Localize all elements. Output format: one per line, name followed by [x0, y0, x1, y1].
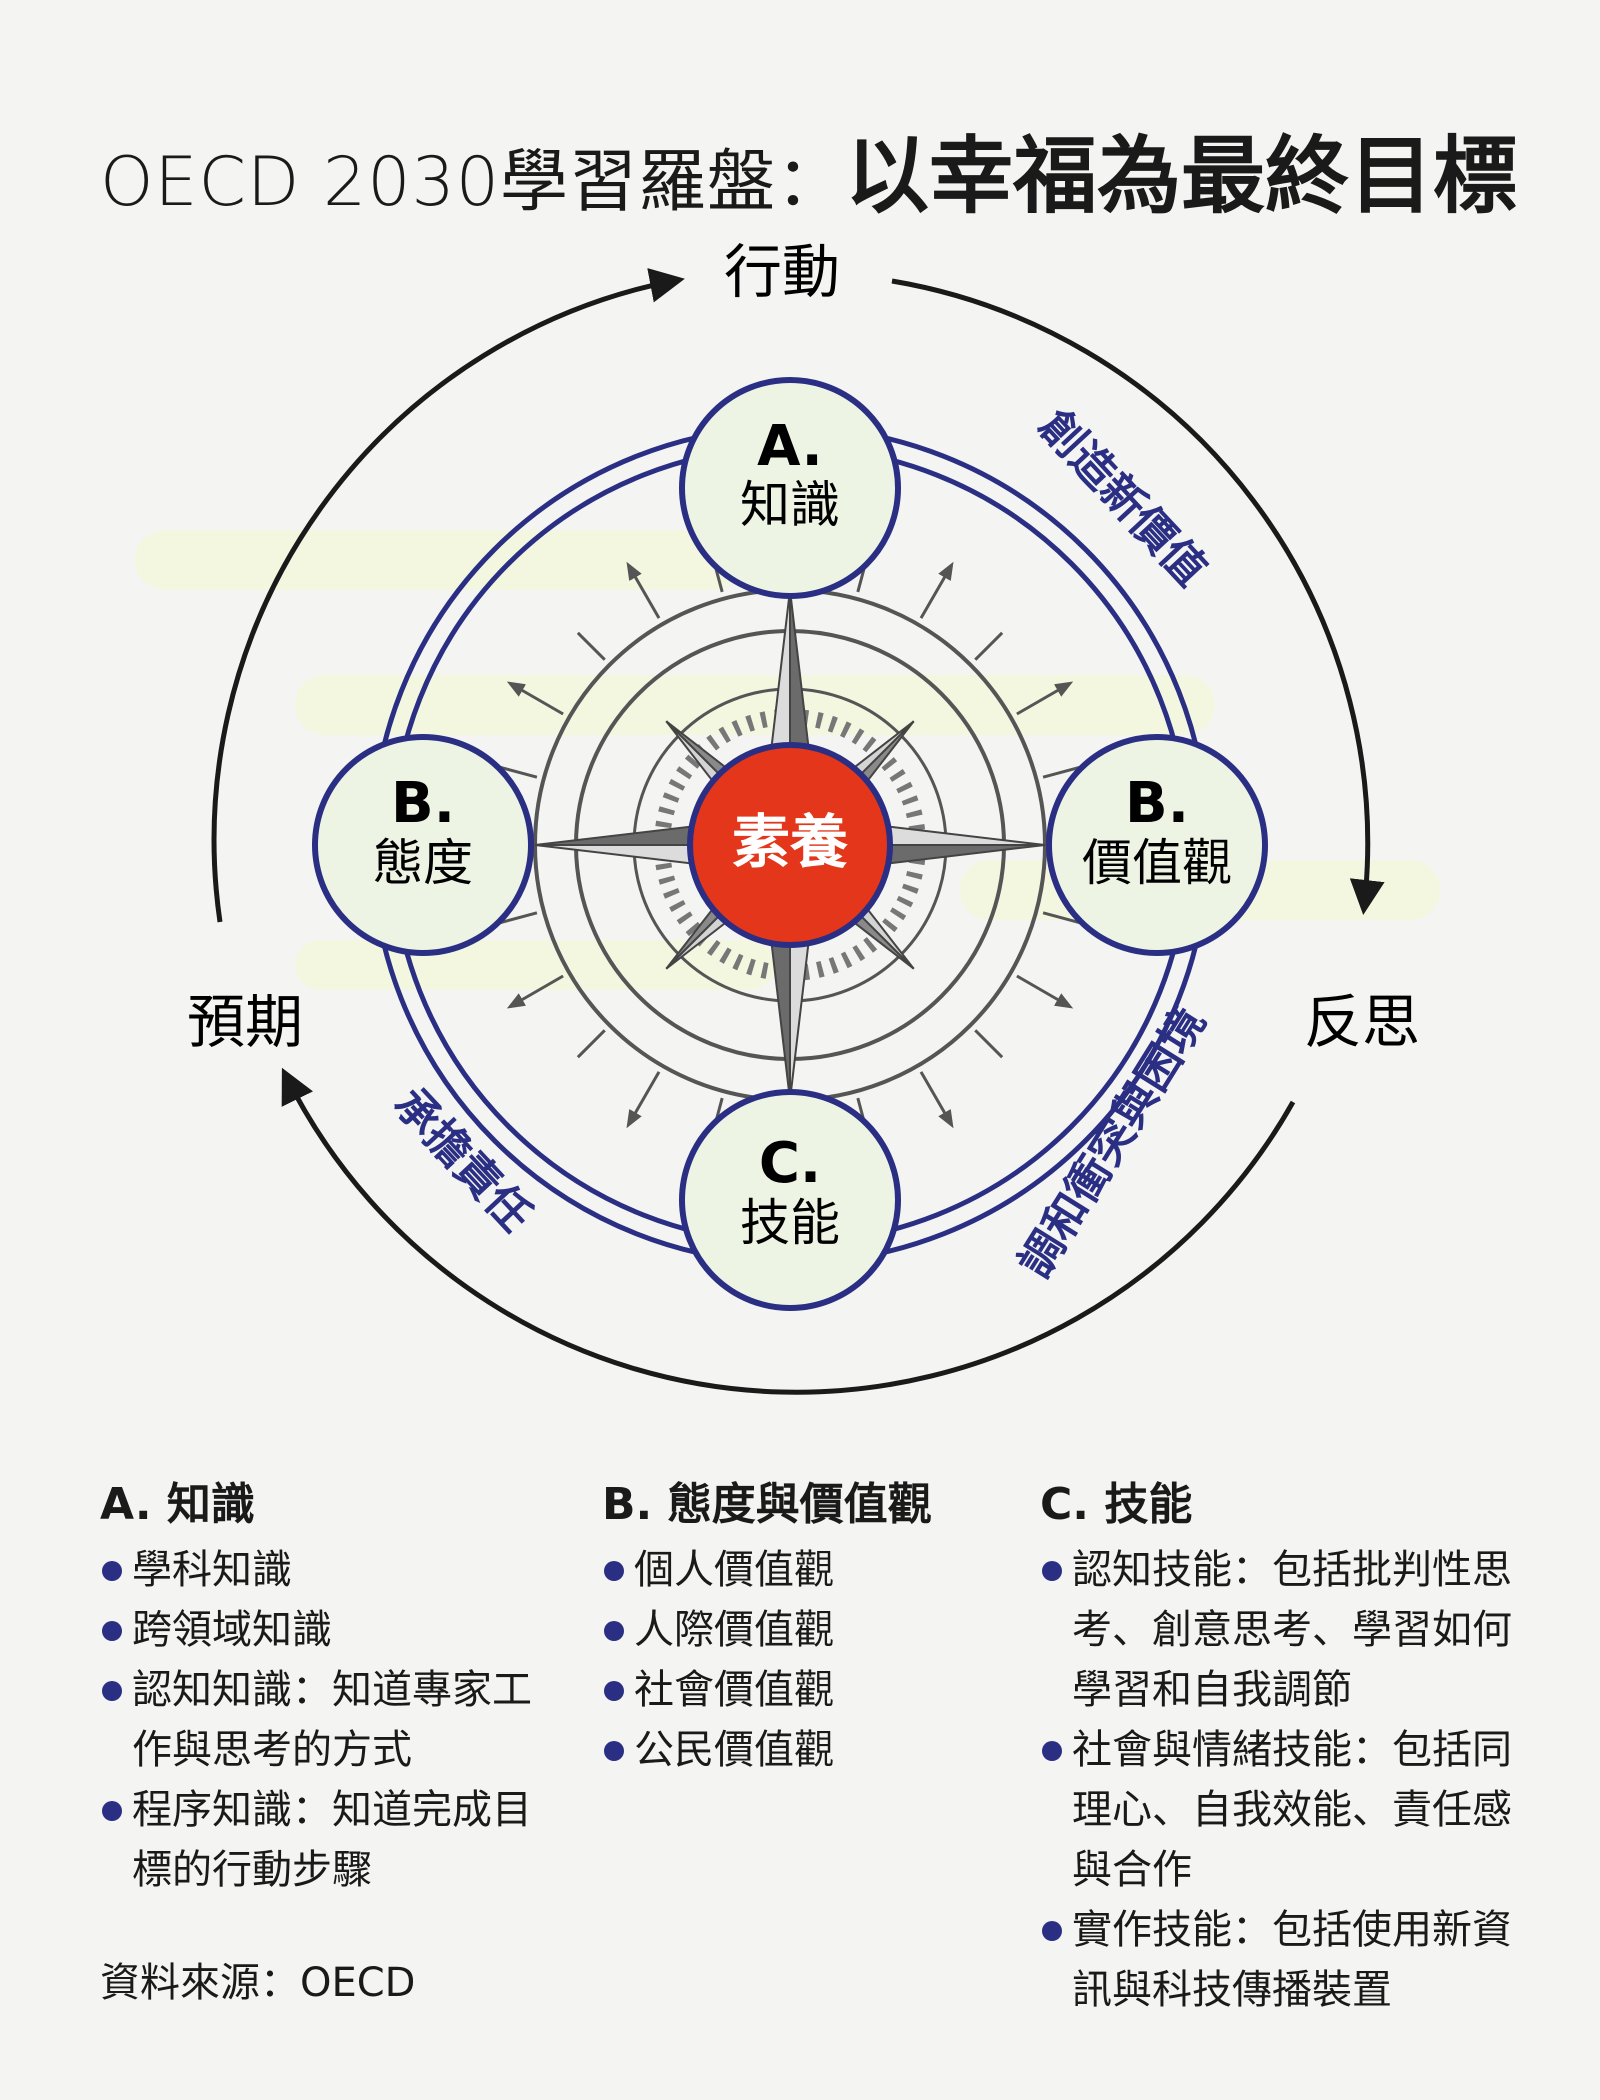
compass-tick [626, 1071, 661, 1129]
compass-tick [499, 911, 538, 925]
list-item: 社會與情緒技能：包括同理心、自我效能、責任感與合作 [1040, 1720, 1520, 1900]
title-main: 以幸福為最終目標 [845, 127, 1518, 226]
node-attitudes-name: 態度 [373, 834, 473, 892]
list-item: 認知技能：包括批判性思考、創意思考、學習如何學習和自我調節 [1040, 1540, 1520, 1720]
node-skills-letter: C. [759, 1131, 821, 1196]
compass-tick [919, 1071, 954, 1129]
compass-tick [506, 681, 564, 716]
list-item: 社會價值觀 [602, 1660, 1022, 1720]
list-item: 學科知識 [100, 1540, 540, 1600]
page-title: OECD 2030學習羅盤：以幸福為最終目標 [100, 109, 1520, 230]
list-item: 實作技能：包括使用新資訊與科技傳播裝置 [1040, 1900, 1520, 2020]
compass-tick [919, 561, 954, 619]
node-knowledge-letter: A. [757, 414, 823, 479]
column-attitudes-values-heading: B. 態度與價值觀 [602, 1479, 932, 1530]
column-skills-heading: C. 技能 [1040, 1479, 1193, 1530]
node-knowledge: A. 知識 [679, 377, 901, 599]
node-values: B. 價值觀 [1046, 734, 1268, 956]
compass-tick [1016, 974, 1074, 1009]
list-item: 公民價值觀 [602, 1720, 1022, 1780]
compass-tick [1016, 681, 1074, 716]
arc-label-reconcile-tensions: 調和衝突與困境 [1009, 998, 1215, 1286]
node-attitudes: B. 態度 [312, 734, 534, 956]
node-knowledge-name: 知識 [740, 476, 840, 534]
list-item: 人際價值觀 [602, 1600, 1022, 1660]
cycle-label-reflection: 反思 [1304, 988, 1420, 1056]
node-skills: C. 技能 [679, 1089, 901, 1311]
compass-tick [576, 1029, 606, 1059]
learning-compass-diagram: 素養 A. 知識 B. 態度 B. 價值觀 C. 技能 行動 反思 預期 創造新… [135, 238, 1440, 1395]
column-skills: C. 技能 認知技能：包括批判性思考、創意思考、學習如何學習和自我調節 社會與情… [1040, 1468, 1520, 2020]
node-attitudes-letter: B. [391, 771, 455, 836]
node-skills-name: 技能 [740, 1194, 840, 1252]
node-values-letter: B. [1125, 771, 1189, 836]
arrow-reflection-to-anticipation [281, 1067, 1296, 1395]
compass-tick [974, 1029, 1004, 1059]
list-item: 個人價值觀 [602, 1540, 1022, 1600]
column-knowledge: A. 知識 學科知識 跨領域知識 認知知識：知道專家工作與思考的方式 程序知識：… [100, 1468, 540, 1900]
list-item: 程序知識：知道完成目標的行動步驟 [100, 1780, 540, 1900]
cycle-label-action: 行動 [724, 238, 840, 306]
center-competency: 素養 [687, 742, 893, 948]
compass-tick [576, 631, 606, 661]
arrow-action-to-reflection [891, 278, 1385, 915]
cycle-arrows [211, 268, 1385, 1395]
compass-tick [506, 974, 564, 1009]
cycle-label-anticipation: 預期 [187, 988, 303, 1056]
compass-tick [626, 561, 661, 619]
arrow-anticipation-to-action [211, 268, 685, 923]
column-attitudes-values: B. 態度與價值觀 個人價值觀 人際價值觀 社會價值觀 公民價值觀 [602, 1468, 1022, 1780]
list-item: 認知知識：知道專家工作與思考的方式 [100, 1660, 540, 1780]
compass-tick [1042, 911, 1081, 925]
list-item: 跨領域知識 [100, 1600, 540, 1660]
compass-tick [1042, 765, 1081, 779]
source-note: 資料來源：OECD [100, 1960, 416, 2006]
compass-tick [499, 765, 538, 779]
node-values-name: 價值觀 [1082, 834, 1232, 892]
column-knowledge-heading: A. 知識 [100, 1479, 255, 1530]
title-prefix: OECD 2030學習羅盤： [100, 143, 846, 223]
compass-tick [974, 631, 1004, 661]
center-label: 素養 [732, 808, 848, 876]
